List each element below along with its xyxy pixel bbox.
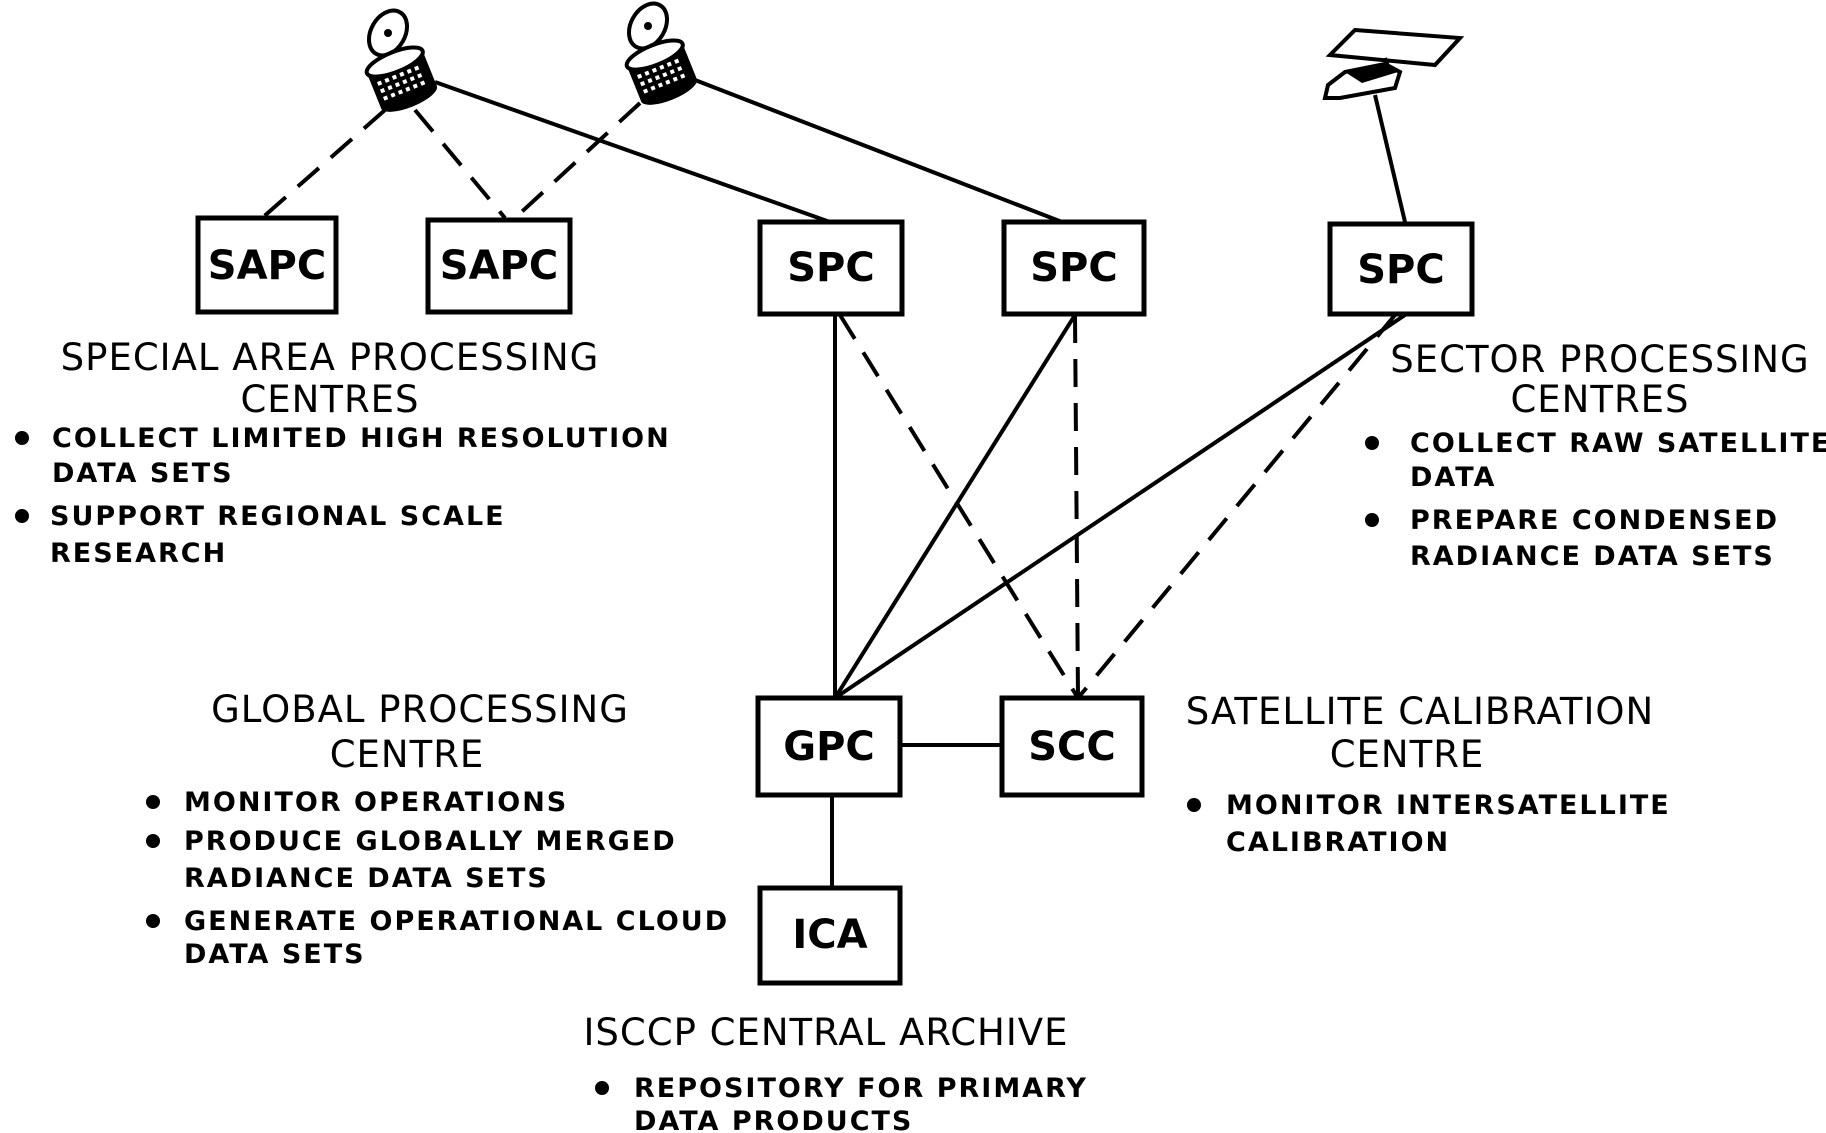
spc-bullet1-line2: DATA [1410,462,1496,493]
sapc-title-line2: CENTRES [240,378,419,421]
spc-bullet2-line2: RADIANCE DATA SETS [1410,541,1775,572]
edge-sat3-spc3 [1373,94,1407,223]
node-spc-3-label: SPC [1357,247,1444,293]
edge-spc3-scc [1076,313,1397,700]
edge-sat1-spc1 [434,80,831,224]
node-scc-label: SCC [1028,724,1116,770]
edge-sat1-sapc1 [260,108,387,220]
bullet-dot [15,431,29,445]
sapc-description: SPECIAL AREA PROCESSING CENTRES COLLECT … [15,336,671,569]
node-sapc-2-label: SAPC [440,243,558,289]
node-ica: ICA [757,885,903,986]
node-spc-3: SPC [1327,221,1475,317]
gpc-title-line1: GLOBAL PROCESSING [211,688,629,731]
bullet-dot [15,509,29,523]
node-spc-1-label: SPC [787,245,874,291]
bullet-dot [1365,513,1379,527]
edge-spc2-gpc [833,313,1077,700]
gpc-description: GLOBAL PROCESSING CENTRE MONITOR OPERATI… [146,688,729,970]
gpc-title-line2: CENTRE [330,733,485,776]
ica-description: ISCCP CENTRAL ARCHIVE REPOSITORY FOR PRI… [584,1011,1088,1133]
gpc-bullet1-line1: MONITOR OPERATIONS [184,787,568,818]
sapc-bullet2-line1: SUPPORT REGIONAL SCALE [50,501,506,532]
node-gpc: GPC [755,695,903,798]
spc-title-line2: CENTRES [1510,378,1689,421]
bullet-dot [1187,798,1201,812]
polar-orbiting-satellite-icon [1322,27,1465,100]
scc-title-line2: CENTRE [1330,733,1485,776]
gpc-bullet3-line2: DATA SETS [184,939,366,970]
node-sapc-1: SAPC [195,215,339,315]
spc-description: SECTOR PROCESSING CENTRES COLLECT RAW SA… [1365,338,1826,572]
gpc-bullet3-line1: GENERATE OPERATIONAL CLOUD [184,906,729,937]
scc-bullet1-line1: MONITOR INTERSATELLITE [1226,790,1671,821]
bullet-dot [595,1081,609,1095]
bullet-dot [1365,436,1379,450]
ica-bullet1-line1: REPOSITORY FOR PRIMARY [634,1073,1088,1104]
scc-description: SATELLITE CALIBRATION CENTRE MONITOR INT… [1186,690,1671,858]
node-sapc-1-label: SAPC [208,243,326,289]
node-spc-1: SPC [757,219,905,317]
node-scc: SCC [999,695,1145,798]
edge-spc3-gpc [833,313,1407,700]
edge-sat2-spc2 [694,78,1063,224]
bullet-dot [146,795,160,809]
node-ica-label: ICA [792,912,867,958]
gpc-bullet2-line2: RADIANCE DATA SETS [184,863,549,894]
sapc-bullet1-line2: DATA SETS [52,458,234,489]
spc-bullet1-line1: COLLECT RAW SATELLITE [1410,428,1826,459]
node-spc-2: SPC [1001,219,1147,317]
edge-sat2-sapc2 [513,101,642,220]
geostationary-satellite-icon [624,1,698,105]
sapc-bullet2-line2: RESEARCH [50,538,227,569]
connections [260,78,1407,888]
edge-sat1-sapc2 [413,108,507,220]
edge-spc2-scc [1073,314,1080,699]
node-spc-2-label: SPC [1030,245,1117,291]
node-sapc-2: SAPC [425,217,573,315]
node-gpc-label: GPC [783,724,875,770]
spc-bullet2-line1: PREPARE CONDENSED [1410,505,1779,536]
sapc-bullet1-line1: COLLECT LIMITED HIGH RESOLUTION [52,423,671,454]
bullet-dot [146,914,160,928]
scc-title-line1: SATELLITE CALIBRATION [1186,690,1655,733]
spc-title-line1: SECTOR PROCESSING [1390,338,1809,381]
edge-spc1-scc [838,313,1080,700]
sapc-title-line1: SPECIAL AREA PROCESSING [61,336,600,379]
ica-bullet1-line2: DATA PRODUCTS [634,1106,913,1133]
geostationary-satellite-icon [364,8,438,112]
gpc-bullet2-line1: PRODUCE GLOBALLY MERGED [184,826,677,857]
ica-title-line1: ISCCP CENTRAL ARCHIVE [584,1011,1069,1054]
scc-bullet1-line2: CALIBRATION [1226,827,1450,858]
bullet-dot [146,834,160,848]
